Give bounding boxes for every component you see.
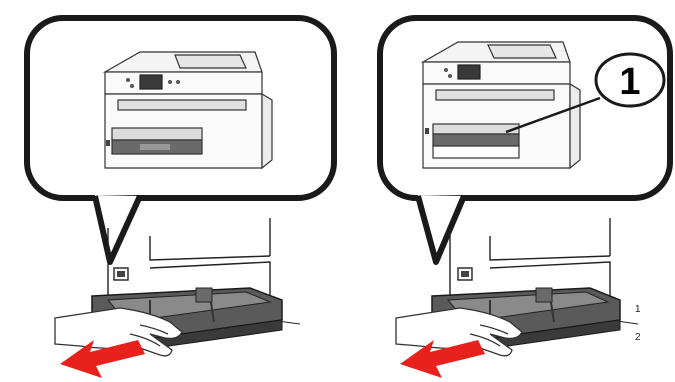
tray-slot-label-2: 2 [635,332,641,343]
right-illustration-panel: 1 1 2 [338,0,675,382]
step-number: 1 [619,61,640,103]
printer-overview [423,42,580,168]
step-number-badge: 1 [596,54,664,106]
left-illustration [0,0,338,382]
right-illustration: 1 1 2 [338,0,675,382]
tray-slot-label-1: 1 [635,304,641,315]
printer-overview [105,52,272,168]
left-illustration-panel [0,0,338,382]
